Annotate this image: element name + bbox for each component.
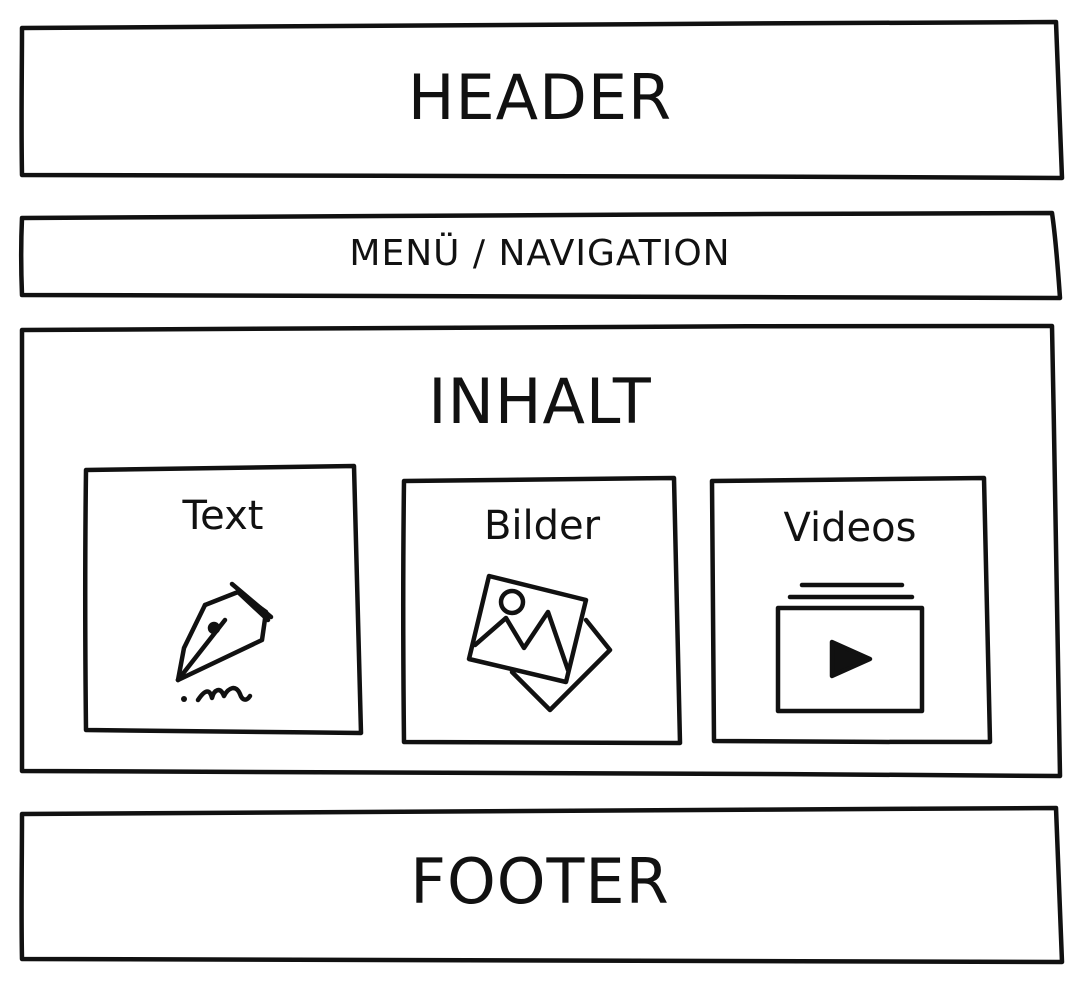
header-box [19, 19, 1065, 181]
header-label: HEADER [407, 61, 673, 134]
video-play-icon [775, 582, 925, 714]
pen-nib-icon [175, 581, 274, 703]
card-bilder-box [401, 475, 683, 746]
card-videos-label: Videos [783, 505, 917, 551]
content-label: INHALT [428, 365, 652, 438]
card-bilder-label: Bilder [483, 503, 601, 549]
navigation-box [19, 210, 1063, 301]
content-box [19, 323, 1063, 779]
navigation-label: MENÜ / NAVIGATION [349, 233, 731, 274]
card-text-label: Text [182, 493, 264, 539]
card-videos-box [709, 475, 993, 745]
image-photos-icon [466, 573, 613, 713]
footer-box [19, 805, 1065, 965]
card-text-box [83, 463, 364, 736]
footer-label: FOOTER [410, 845, 670, 918]
